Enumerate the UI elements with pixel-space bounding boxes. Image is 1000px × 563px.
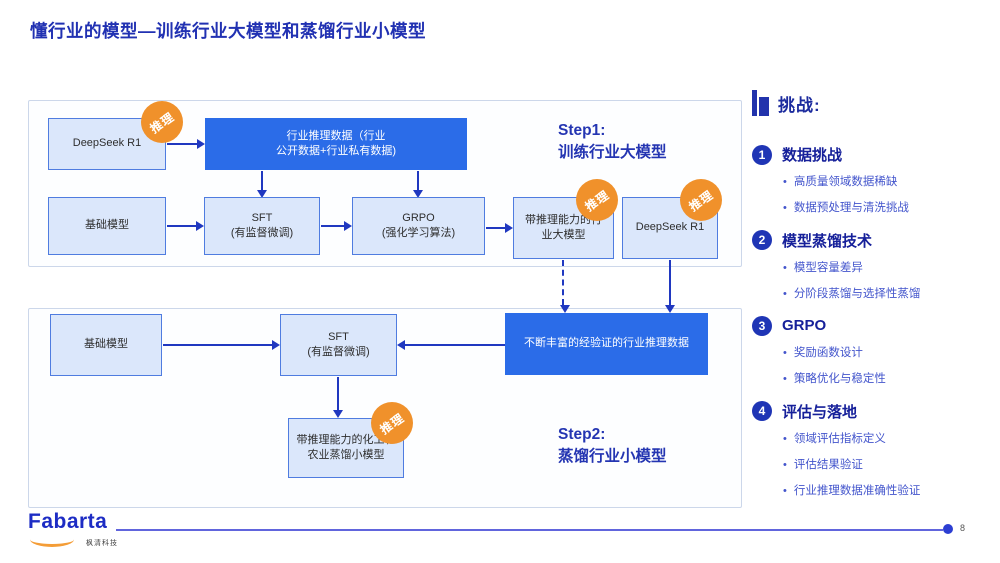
- page-title: 懂行业的模型—训练行业大模型和蒸馏行业小模型: [30, 21, 426, 41]
- flow1-box-sft: SFT (有监督微调): [204, 197, 320, 255]
- bar-icon: [752, 90, 757, 116]
- bullet-item: • 模型容量差异: [783, 261, 998, 276]
- bullet-dot-icon: •: [783, 372, 787, 385]
- reasoning-badge: 推理: [680, 179, 722, 221]
- section-title: 模型蒸馏技术: [782, 232, 873, 250]
- bullet-text: 策略优化与稳定性: [793, 372, 886, 385]
- bars-icon: [752, 90, 769, 116]
- bullet-item: • 行业推理数据准确性验证: [783, 484, 998, 499]
- reasoning-badge-label: 推理: [582, 187, 612, 214]
- flow2-box-base-model: 基础模型: [50, 314, 162, 376]
- arrow-base2-to-sft2: [163, 340, 280, 350]
- challenges-title: 挑战:: [778, 95, 821, 115]
- bullet-dot-icon: •: [783, 261, 787, 274]
- bullet-item: • 领域评估指标定义: [783, 432, 998, 447]
- section-title: GRPO: [782, 317, 827, 335]
- section-title: 数据挑战: [782, 147, 843, 164]
- flow1-box-base-model: 基础模型: [48, 197, 166, 255]
- bullet-dot-icon: •: [783, 176, 787, 188]
- flow2-box-distilled-small-model: 带推理能力的化工和 农业蒸馏小模型: [288, 418, 404, 478]
- arrow-deepseek-to-data: [167, 139, 205, 149]
- arrow-base-to-sft: [167, 221, 204, 231]
- bullet-text: 高质量领域数据稀缺: [793, 176, 898, 188]
- step2-label: Step2: 蒸馏行业小模型: [558, 426, 667, 465]
- logo-wordmark: Fabarta: [28, 510, 108, 533]
- bullet-item: • 评估结果验证: [783, 458, 998, 473]
- bullet-text: 模型容量差异: [793, 261, 863, 274]
- logo-subtext: 枫清科技: [86, 540, 118, 547]
- arrow-sft-to-grpo: [321, 221, 352, 231]
- bullet-dot-icon: •: [783, 287, 787, 300]
- step1-label: Step1: 训练行业大模型: [558, 122, 667, 161]
- section-number-badge: 4: [752, 401, 772, 422]
- footer-divider-line: [116, 529, 943, 531]
- arrow-sft2-to-small-model: [333, 377, 343, 418]
- bullet-text: 领域评估指标定义: [793, 432, 886, 445]
- logo-swoosh-icon: [30, 532, 74, 547]
- bullet-dot-icon: •: [783, 458, 787, 471]
- reasoning-badge: 推理: [371, 402, 413, 444]
- section-number-badge: 3: [752, 315, 772, 336]
- bullet-text: 奖励函数设计: [793, 346, 863, 359]
- challenge-section-distillation: 2 模型蒸馏技术 • 模型容量差异 • 分阶段蒸馏与选择性蒸馏: [752, 230, 998, 302]
- footer-line-end-dot: [943, 524, 953, 534]
- bullet-item: • 数据预处理与清洗挑战: [783, 201, 998, 216]
- reasoning-badge-label: 推理: [686, 187, 716, 214]
- bullet-dot-icon: •: [783, 346, 787, 359]
- bullet-text: 评估结果验证: [793, 458, 863, 471]
- challenges-panel: 挑战: 1 数据挑战 • 高质量领域数据稀缺 • 数据预处理与清洗挑战 2 模型蒸馏…: [752, 90, 998, 512]
- section-number-badge: 1: [752, 144, 772, 165]
- arrow-data-to-grpo: [413, 171, 423, 198]
- reasoning-badge-label: 推理: [147, 109, 177, 136]
- arrow-deepseek-right-to-verified-data: [665, 260, 675, 313]
- arrow-verified-data-to-sft2: [397, 340, 505, 350]
- reasoning-badge: 推理: [576, 179, 618, 221]
- challenge-section-data: 1 数据挑战 • 高质量领域数据稀缺 • 数据预处理与清洗挑战: [752, 144, 998, 216]
- bullet-item: • 高质量领域数据稀缺: [783, 175, 998, 190]
- challenge-section-grpo: 3 GRPO • 奖励函数设计 • 策略优化与稳定性: [752, 315, 998, 387]
- bullet-dot-icon: •: [783, 432, 787, 445]
- challenges-header: 挑战:: [752, 90, 998, 116]
- bullet-item: • 策略优化与稳定性: [783, 372, 998, 387]
- flow2-box-verified-reasoning-data: 不断丰富的经验证的行业推理数据: [505, 313, 708, 375]
- arrow-grpo-to-bigmodel: [486, 223, 513, 233]
- flow1-box-grpo: GRPO (强化学习算法): [352, 197, 485, 255]
- section-number-badge: 2: [752, 230, 772, 251]
- fabarta-logo: Fabarta 枫清科技: [28, 510, 118, 550]
- bar-icon: [759, 97, 769, 116]
- bullet-text: 数据预处理与清洗挑战: [793, 201, 909, 214]
- challenge-section-evaluation: 4 评估与落地 • 领域评估指标定义 • 评估结果验证 • 行业推理数据准确性验证: [752, 401, 998, 499]
- section-title: 评估与落地: [782, 403, 858, 421]
- flow2-box-sft: SFT (有监督微调): [280, 314, 397, 376]
- page-number: 8: [960, 523, 966, 533]
- bullet-text: 分阶段蒸馏与选择性蒸馏: [793, 287, 921, 300]
- bullet-item: • 分阶段蒸馏与选择性蒸馏: [783, 287, 998, 302]
- arrow-bigmodel-to-verified-data-dashed: [559, 260, 570, 313]
- bullet-text: 行业推理数据准确性验证: [793, 484, 921, 497]
- bullet-item: • 奖励函数设计: [783, 346, 998, 361]
- flow1-box-industry-reasoning-data: 行业推理数据（行业 公开数据+行业私有数据): [205, 118, 467, 170]
- flow1-box-industry-big-model: 带推理能力的行 业大模型: [513, 197, 614, 259]
- bullet-dot-icon: •: [783, 484, 787, 497]
- bullet-dot-icon: •: [783, 201, 787, 214]
- reasoning-badge-label: 推理: [377, 410, 407, 437]
- arrow-data-to-sft: [257, 171, 267, 198]
- reasoning-badge: 推理: [141, 101, 183, 143]
